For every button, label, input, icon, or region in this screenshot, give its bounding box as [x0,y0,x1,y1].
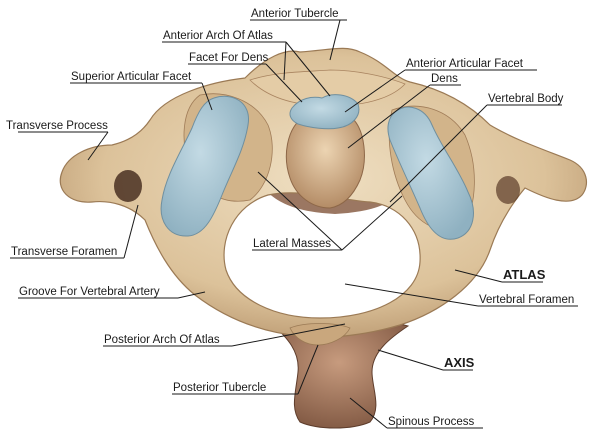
label-lateral-masses: Lateral Masses [253,238,331,250]
label-axis: AXIS [444,355,475,370]
labels: Anterior Tubercle Anterior Arch Of Atlas… [6,8,574,428]
label-transverse-process: Transverse Process [6,120,108,132]
leader-lines [10,19,578,429]
label-anterior-arch: Anterior Arch Of Atlas [163,30,273,42]
label-vertebral-body: Vertebral Body [488,93,564,105]
posterior-tubercle [289,323,351,346]
label-anterior-tubercle: Anterior Tubercle [251,8,339,20]
label-transverse-foramen: Transverse Foramen [11,246,117,258]
label-atlas: ATLAS [503,267,546,282]
superior-articular-facet-left [160,95,249,237]
label-dens: Dens [431,73,458,85]
label-groove-vertebral-artery: Groove For Vertebral Artery [19,286,160,298]
label-superior-articular-facet: Superior Articular Facet [71,71,192,83]
label-anterior-articular-facet: Anterior Articular Facet [406,58,524,70]
label-facet-for-dens: Facet For Dens [189,52,268,64]
label-posterior-arch: Posterior Arch Of Atlas [104,334,220,346]
label-posterior-tubercle: Posterior Tubercle [173,382,266,394]
label-vertebral-foramen: Vertebral Foramen [479,294,574,306]
dens-group [285,94,365,209]
superior-articular-facet-right [387,106,474,240]
transverse-foramen-right [496,176,520,204]
label-spinous-process: Spinous Process [388,416,475,428]
transverse-foramen-left [114,170,142,202]
dens-articular-facet [289,94,360,130]
